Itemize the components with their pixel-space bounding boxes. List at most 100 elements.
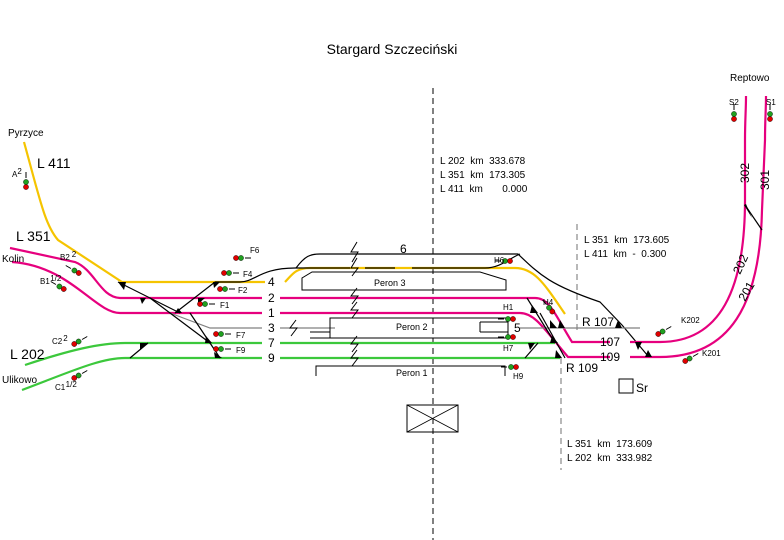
track-6-label: 6	[400, 242, 407, 256]
track-302-label: 302	[738, 163, 752, 183]
signal-c1-label: C11/2	[55, 380, 77, 392]
svg-text:L 202 km 333.982: L 202 km 333.982	[567, 453, 653, 464]
line-label-l202: L 202	[10, 346, 45, 362]
track-l351-approach-2	[9, 246, 262, 300]
signal-a2-icon	[23, 172, 29, 190]
signal-h6-icon	[495, 258, 513, 264]
signal-f2-icon	[217, 286, 235, 292]
track-l351-approach-1	[11, 260, 262, 315]
direction-pyrzyce: Pyrzyce	[8, 128, 44, 139]
platform-3-label: Peron 3	[374, 278, 406, 288]
signal-h6-label: H6	[494, 256, 505, 265]
track-109-label: 109	[600, 350, 620, 364]
track-6-west	[215, 267, 296, 283]
km-mark-right-bottom: L 351 km 173.609 L 202 km 333.982	[567, 439, 653, 464]
signal-f1-label: F1	[220, 301, 230, 310]
track-6	[295, 253, 521, 269]
post-r107-label: R 107	[582, 315, 614, 329]
signal-b2-icon	[65, 265, 82, 276]
track-9-label: 9	[268, 351, 275, 365]
signal-f9-label: F9	[236, 346, 246, 355]
signal-f6-icon	[233, 255, 251, 261]
track-l411-approach	[22, 141, 265, 284]
platform-2-label: Peron 2	[396, 322, 428, 332]
track-107-label: 107	[600, 335, 620, 349]
track-9	[21, 356, 560, 392]
svg-text:L 411 km - 0.300: L 411 km - 0.300	[584, 249, 667, 260]
track-7-label: 7	[268, 336, 275, 350]
signal-h1-icon	[498, 316, 516, 322]
signal-c2-icon	[71, 336, 88, 347]
signal-f4-label: F4	[243, 270, 253, 279]
track-202-label: 202	[730, 252, 751, 276]
km-mark-right-top: L 351 km 173.605 L 411 km - 0.300	[584, 235, 670, 260]
signal-f7-icon	[213, 331, 231, 337]
svg-text:L 411 km 0.000: L 411 km 0.000	[440, 184, 528, 195]
crossovers	[117, 281, 566, 359]
signal-b1-icon	[50, 281, 67, 292]
signal-f4-icon	[221, 270, 239, 276]
signal-h9-label: H9	[513, 372, 524, 381]
track-4-label: 4	[268, 275, 275, 289]
signal-s1-icon	[767, 104, 773, 122]
signal-h7-icon	[498, 334, 516, 340]
track-7	[24, 341, 555, 367]
signal-s2-icon	[731, 104, 737, 122]
track-201-label: 201	[735, 279, 757, 304]
track-1-label: 1	[268, 306, 275, 320]
svg-text:L 202 km 333.678: L 202 km 333.678	[440, 156, 526, 167]
platform-1-label: Peron 1	[396, 368, 428, 378]
svg-text:L 351 km 173.605: L 351 km 173.605	[584, 235, 670, 246]
signal-a2-label: A2	[12, 167, 22, 179]
km-mark-center: L 202 km 333.678 L 351 km 173.305 L 411 …	[440, 156, 528, 195]
switch-markers	[118, 204, 752, 358]
signal-f6-label: F6	[250, 246, 260, 255]
track-6-east	[295, 253, 649, 357]
signal-h1-label: H1	[503, 303, 514, 312]
signal-h4-label: H4	[543, 298, 554, 307]
signal-f2-label: F2	[238, 286, 248, 295]
direction-reptowo: Reptowo	[730, 73, 770, 84]
svg-text:L 351 km 173.305: L 351 km 173.305	[440, 170, 526, 181]
direction-kolin: Kolin	[2, 254, 24, 265]
track-5-label: 5	[514, 321, 521, 335]
station-title: Stargard Szczeciński	[327, 41, 458, 57]
line-label-l351: L 351	[16, 228, 51, 244]
platform-2-edges	[310, 321, 508, 333]
platform-2	[310, 317, 509, 339]
post-r109-label: R 109	[566, 361, 598, 375]
sr-box-icon	[618, 378, 634, 394]
signal-f7-label: F7	[236, 331, 246, 340]
track-3	[169, 312, 335, 329]
signal-k202-label: K202	[681, 316, 700, 325]
signal-k202-icon	[655, 326, 672, 337]
direction-ulikowo: Ulikowo	[2, 375, 37, 386]
signal-s2-label: S2	[729, 98, 739, 107]
section-insulator-icons	[289, 241, 359, 367]
post-sr-label: Sr	[636, 381, 648, 395]
signal-f9-icon	[213, 346, 231, 352]
signal-h9-icon	[501, 364, 519, 370]
signal-h7-label: H7	[503, 344, 514, 353]
signal-k201-label: K201	[702, 349, 721, 358]
crossover-reptowo	[744, 204, 763, 231]
svg-text:L 351 km 173.609: L 351 km 173.609	[567, 439, 653, 450]
signal-s1-label: S1	[766, 98, 776, 107]
track-4	[284, 266, 566, 315]
signal-b1-label: B11/2	[40, 274, 62, 286]
signal-c1-icon	[71, 370, 88, 381]
track-3-label: 3	[268, 321, 275, 335]
platform-1	[315, 365, 506, 376]
signals	[23, 104, 773, 381]
signal-c2-label: C22	[52, 334, 68, 346]
line-label-l411: L 411	[37, 155, 71, 171]
track-1-109	[280, 95, 768, 359]
building-crossed-box-icon	[406, 404, 459, 433]
signal-k201-icon	[682, 353, 699, 364]
track-2-label: 2	[268, 291, 275, 305]
platform-3	[301, 271, 507, 291]
track-301-label: 301	[758, 170, 772, 190]
